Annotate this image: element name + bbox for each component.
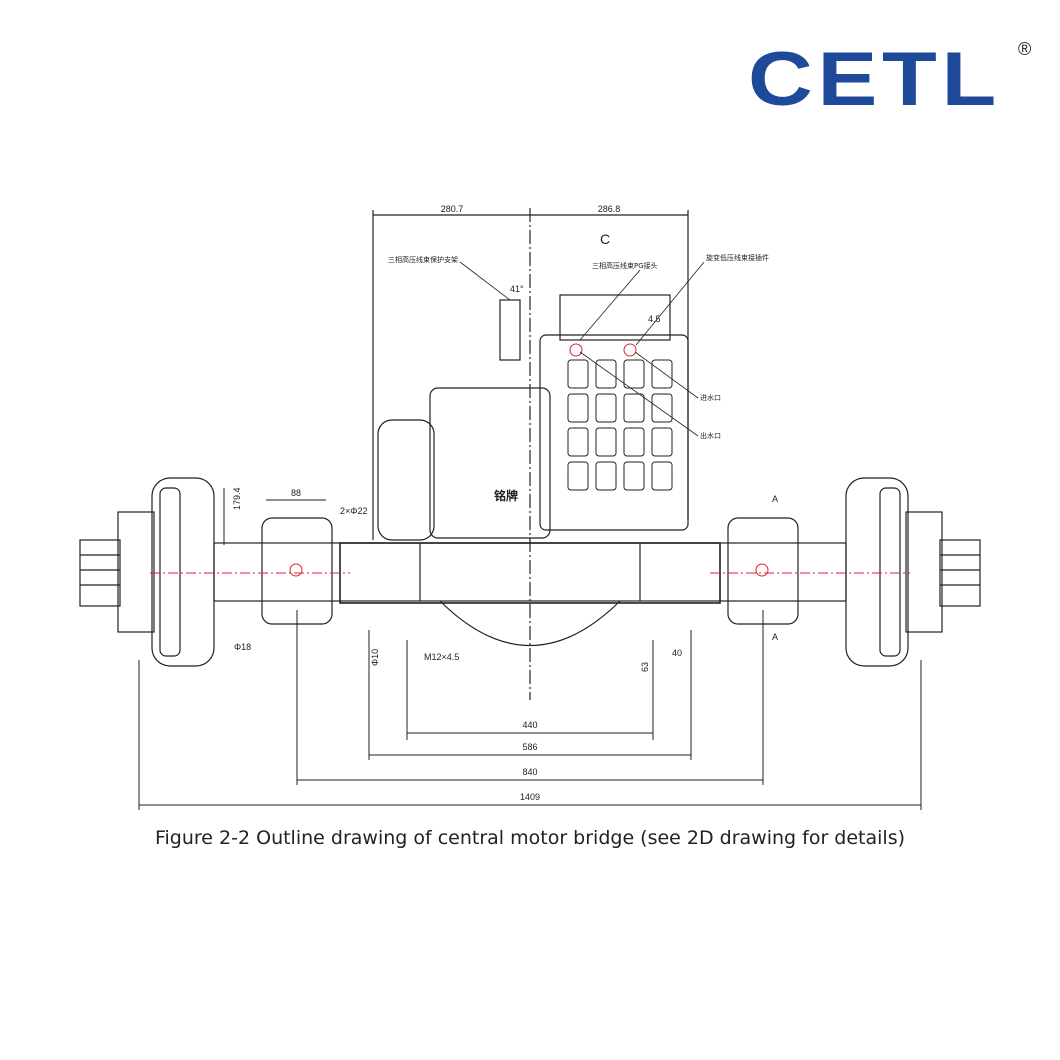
dim-586: 586 xyxy=(522,742,537,752)
dim-hole-left: 2×Φ22 xyxy=(340,506,367,516)
callout-outlet: 出水口 xyxy=(700,431,721,440)
section-a-top: A xyxy=(772,494,778,504)
dim-4-5: 4.5 xyxy=(648,314,661,324)
brand-logo: CETL ® xyxy=(748,40,1048,120)
registered-mark: ® xyxy=(1018,39,1032,59)
callout-hv-bracket: 三相高压线束保护支架 xyxy=(388,255,458,264)
section-mark: C xyxy=(600,231,610,247)
dim-phi18: Φ18 xyxy=(234,642,251,652)
brand-plate: 铭牌 xyxy=(494,488,518,503)
callout-lv-connector: 旋变低压线束接插件 xyxy=(706,253,769,262)
dim-angle: 41° xyxy=(510,284,524,294)
dim-1409: 1409 xyxy=(520,792,540,802)
dim-top-left: 280.7 xyxy=(441,204,464,214)
dim-440: 440 xyxy=(522,720,537,730)
dim-top-right: 286.8 xyxy=(598,204,621,214)
dim-63: 63 xyxy=(640,662,650,672)
dim-40: 40 xyxy=(672,648,682,658)
callout-hv-connector: 三相高压线束PG接头 xyxy=(592,261,658,270)
dim-88: 88 xyxy=(291,488,301,498)
figure-caption: Figure 2-2 Outline drawing of central mo… xyxy=(154,827,906,849)
dim-thread: M12×4.5 xyxy=(424,652,459,662)
dim-phi10: Φ10 xyxy=(370,649,380,666)
section-a-bottom: A xyxy=(772,632,778,642)
callout-inlet: 进水口 xyxy=(700,393,721,402)
dim-179: 179.4 xyxy=(232,487,242,510)
dim-840: 840 xyxy=(522,767,537,777)
logo-text: CETL xyxy=(748,37,1002,122)
